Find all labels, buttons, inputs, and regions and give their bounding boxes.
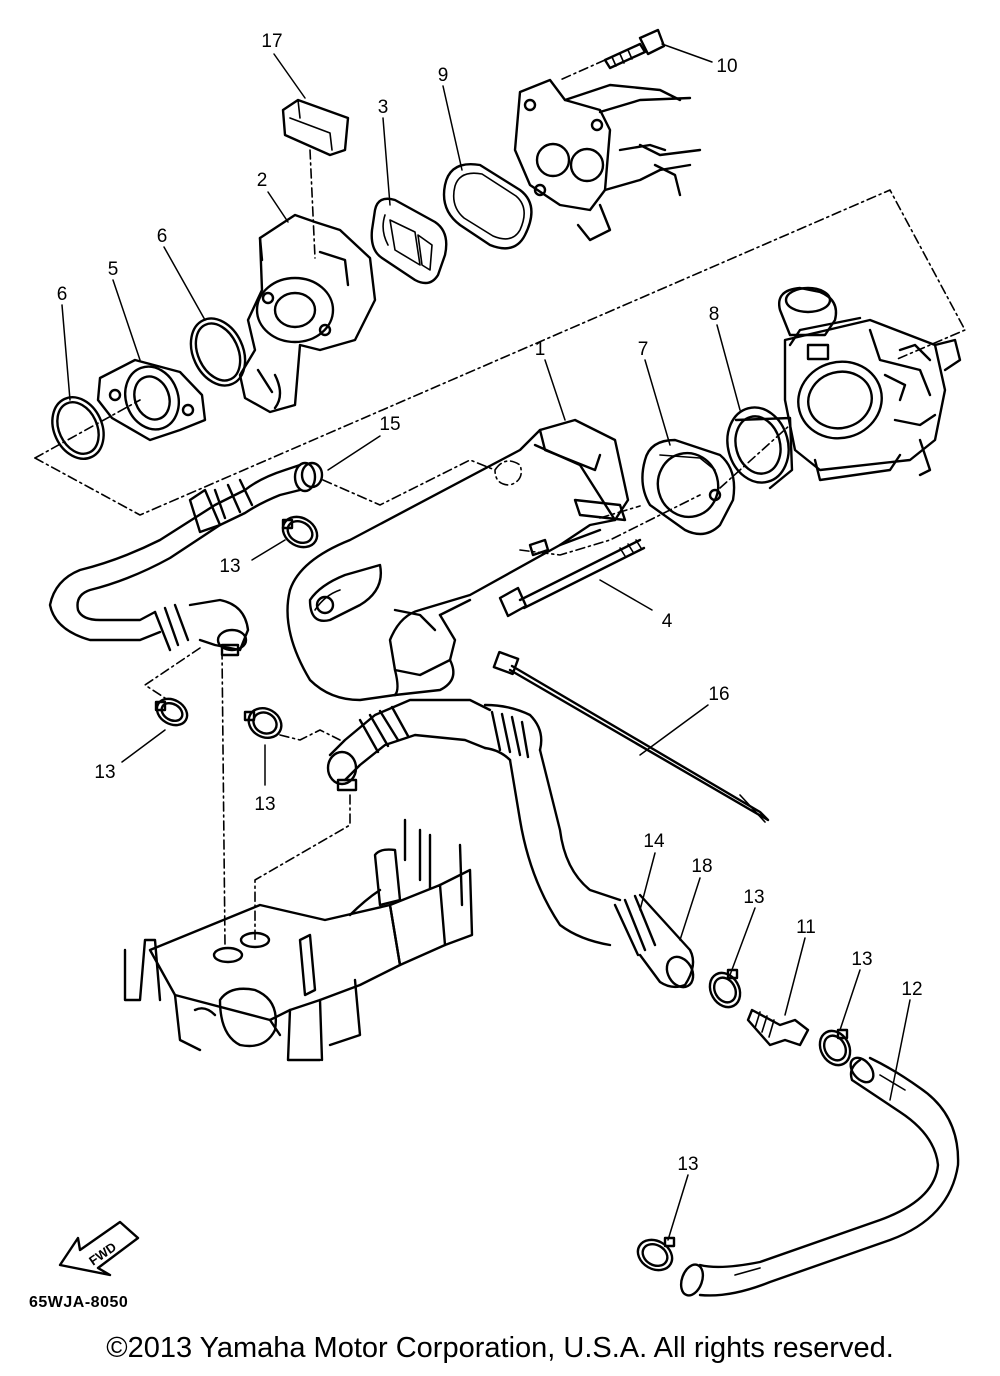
callout-6b: 6 — [57, 284, 68, 305]
part-13-clamp-f — [636, 1236, 676, 1272]
callout-16: 16 — [708, 684, 729, 705]
callout-8: 8 — [709, 304, 720, 325]
callout-13b: 13 — [94, 762, 115, 783]
callout-numbers: 17 2 3 9 10 6 5 6 1 7 8 15 13 4 16 13 13… — [57, 31, 923, 1175]
part-15-clip — [281, 98, 350, 157]
intake-manifold — [513, 78, 702, 242]
callout-3: 3 — [378, 97, 389, 118]
part-16-tie-band — [492, 650, 770, 823]
part-6-oring-b — [51, 396, 105, 460]
part-13-clamp-d — [708, 968, 742, 1009]
callout-9: 9 — [438, 65, 449, 86]
part-11-fitting — [746, 1008, 810, 1047]
callout-13e: 13 — [851, 949, 872, 970]
callout-12: 12 — [901, 979, 922, 1000]
callout-6a: 6 — [157, 226, 168, 247]
callout-13d: 13 — [743, 887, 764, 908]
callout-1: 1 — [535, 339, 546, 360]
part-13-clamp-e — [818, 1028, 852, 1067]
part-13-clamp-c — [243, 706, 283, 740]
upper-breather-hose — [48, 461, 324, 657]
callout-2: 2 — [257, 170, 268, 191]
part-10-bolt — [603, 28, 666, 70]
callout-13f: 13 — [677, 1154, 698, 1175]
engine-crankcase — [123, 818, 474, 1062]
callout-4: 4 — [662, 611, 673, 632]
callout-18: 18 — [691, 856, 712, 877]
connection-lines — [144, 59, 791, 946]
callout-5: 5 — [108, 259, 119, 280]
part-7-flange-adapter — [641, 438, 736, 536]
copyright-notice: ©2013 Yamaha Motor Corporation, U.S.A. A… — [106, 1332, 894, 1364]
part-4-bolt — [498, 538, 646, 618]
diagram-code: 65WJA-8050 — [29, 1294, 129, 1311]
part-1-silencer — [286, 418, 630, 702]
part-9-gasket — [442, 163, 533, 250]
callout-11: 11 — [796, 917, 816, 938]
part-6-oring-a — [189, 317, 247, 387]
leader-lines — [61, 43, 911, 1241]
part-13-clamp-a — [281, 515, 319, 549]
part-13-clamp-b — [154, 697, 189, 727]
callout-14: 14 — [643, 831, 665, 852]
part-2-joint — [238, 213, 377, 414]
callout-17: 15 — [379, 414, 400, 435]
callout-10: 10 — [716, 56, 737, 77]
part-3-gasket — [370, 197, 448, 285]
middle-breather-hose — [326, 698, 695, 989]
part-8-seal — [726, 406, 794, 490]
fwd-arrow-icon: FWD — [58, 1220, 140, 1277]
part-5-flange — [96, 358, 207, 442]
callout-7: 7 — [638, 339, 649, 360]
callout-13a: 13 — [219, 556, 240, 577]
carburetor — [778, 286, 962, 482]
part-12-hose — [679, 1056, 960, 1297]
upper-assembly-outline — [34, 189, 966, 516]
callout-13c: 13 — [254, 794, 275, 815]
callout-15: 17 — [261, 31, 282, 52]
